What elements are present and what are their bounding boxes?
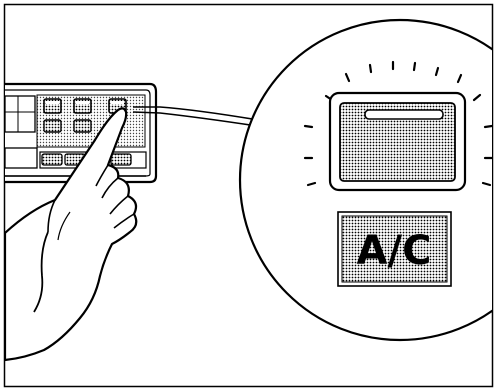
indicator-light-icon [303, 60, 492, 187]
control-panel-icon [5, 82, 158, 184]
ac-button-icon: A/C [337, 211, 452, 287]
enlarged-indicator-button [328, 91, 467, 192]
ac-button-label: A/C [357, 228, 432, 274]
hand-pointing-icon [5, 107, 138, 362]
